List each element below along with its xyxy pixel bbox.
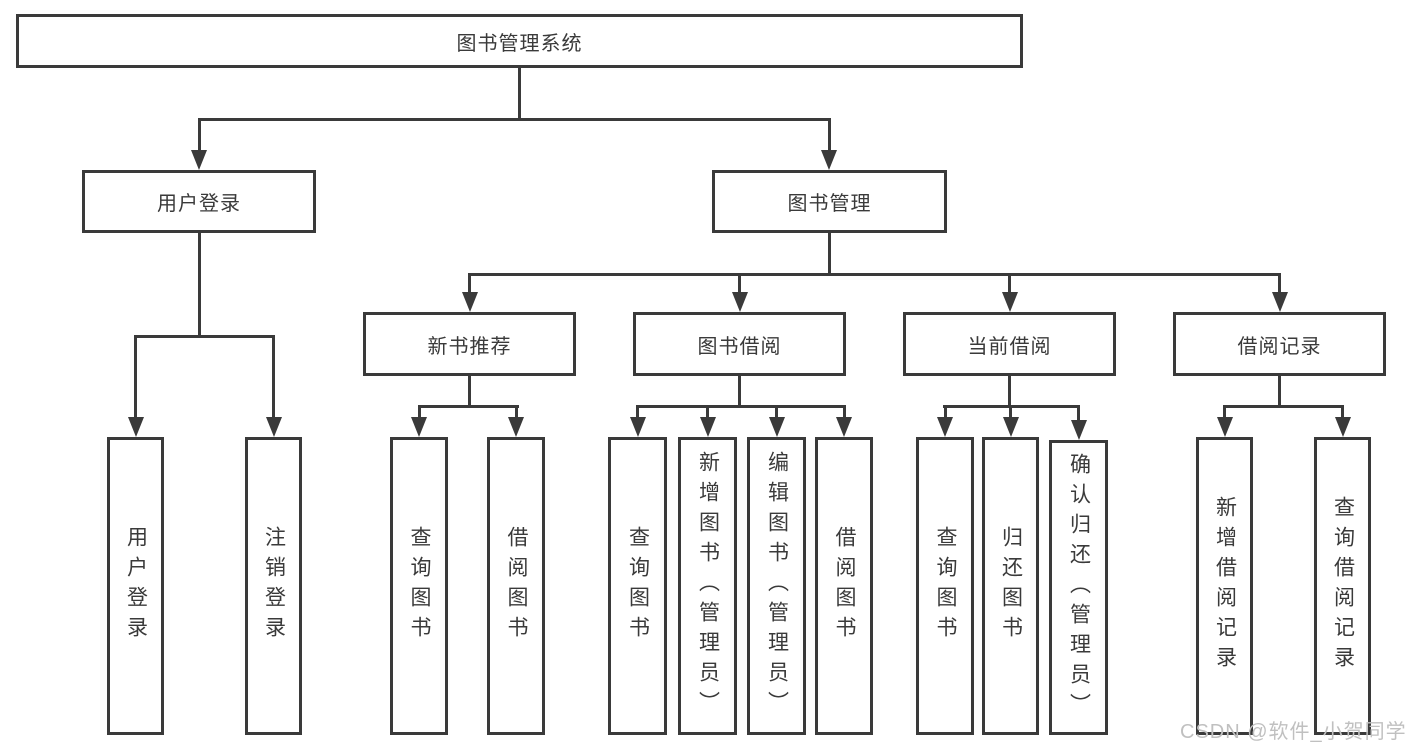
connector-rail	[1223, 405, 1344, 408]
leaf-logout: 注销登录	[245, 437, 302, 735]
arrowhead-down-icon	[700, 417, 716, 437]
arrowhead-down-icon	[411, 417, 427, 437]
arrowhead-down-icon	[462, 292, 478, 312]
connector-drop	[636, 405, 639, 419]
connector-drop	[775, 405, 778, 419]
connector-stem	[468, 376, 471, 408]
csdn-watermark: CSDN @软件_小贺同学	[1180, 721, 1405, 743]
leaf-user-login: 用户登录	[107, 437, 164, 735]
connector-stem	[738, 376, 741, 408]
connector-rail	[418, 405, 519, 408]
arrowhead-down-icon	[937, 417, 953, 437]
leaf-return-book: 归还图书	[982, 437, 1039, 735]
arrowhead-down-icon	[266, 417, 282, 437]
arrowhead-down-icon	[769, 417, 785, 437]
node-library-management-system: 图书管理系统	[16, 14, 1023, 68]
connector-drop	[468, 273, 471, 295]
arrowhead-down-icon	[821, 150, 837, 170]
connector-stem	[1008, 376, 1011, 408]
arrowhead-down-icon	[836, 417, 852, 437]
connector-stem	[828, 233, 831, 273]
leaf-borrow-books-borrowing: 借阅图书	[815, 437, 873, 735]
node-borrowing-records: 借阅记录	[1173, 312, 1386, 376]
node-current-borrowing: 当前借阅	[903, 312, 1116, 376]
connector-rail	[468, 273, 1281, 276]
connector-drop	[1223, 405, 1226, 419]
connector-drop	[1008, 273, 1011, 295]
arrowhead-down-icon	[732, 292, 748, 312]
connector-drop	[1077, 405, 1080, 421]
connector-stem	[1278, 376, 1281, 408]
leaf-add-book-admin: 新增图书（管理员）	[678, 437, 737, 735]
connector-drop	[272, 335, 275, 419]
node-new-book-recommend: 新书推荐	[363, 312, 576, 376]
arrowhead-down-icon	[1335, 417, 1351, 437]
connector-drop	[1009, 405, 1012, 419]
connector-drop	[198, 118, 201, 152]
leaf-query-books-recommend: 查询图书	[390, 437, 448, 735]
leaf-add-borrow-record: 新增借阅记录	[1196, 437, 1253, 735]
arrowhead-down-icon	[1272, 292, 1288, 312]
connector-drop	[515, 405, 518, 419]
connector-drop	[738, 273, 741, 295]
arrowhead-down-icon	[508, 417, 524, 437]
arrowhead-down-icon	[1003, 417, 1019, 437]
connector-root-stem	[518, 68, 521, 118]
connector-drop	[944, 405, 947, 419]
leaf-edit-book-admin: 编辑图书（管理员）	[747, 437, 806, 735]
connector-rail	[636, 405, 846, 408]
leaf-query-borrow-record: 查询借阅记录	[1314, 437, 1371, 735]
connector-rail	[134, 335, 274, 338]
connector-drop	[706, 405, 709, 419]
arrowhead-down-icon	[128, 417, 144, 437]
connector-drop	[828, 118, 831, 152]
connector-stem	[198, 233, 201, 335]
connector-drop	[1278, 273, 1281, 295]
leaf-borrow-books-recommend: 借阅图书	[487, 437, 545, 735]
connector-drop	[134, 335, 137, 419]
leaf-confirm-return-admin: 确认归还（管理员）	[1049, 440, 1108, 735]
connector-root-rail	[198, 118, 831, 121]
arrowhead-down-icon	[630, 417, 646, 437]
node-book-management: 图书管理	[712, 170, 947, 233]
arrowhead-down-icon	[1071, 420, 1087, 440]
connector-drop	[418, 405, 421, 419]
arrowhead-down-icon	[191, 150, 207, 170]
connector-drop	[843, 405, 846, 419]
node-user-login: 用户登录	[82, 170, 316, 233]
arrowhead-down-icon	[1002, 292, 1018, 312]
leaf-query-books-borrowing: 查询图书	[608, 437, 667, 735]
arrowhead-down-icon	[1217, 417, 1233, 437]
connector-drop	[1341, 405, 1344, 419]
node-book-borrowing: 图书借阅	[633, 312, 846, 376]
leaf-query-books-current: 查询图书	[916, 437, 974, 735]
